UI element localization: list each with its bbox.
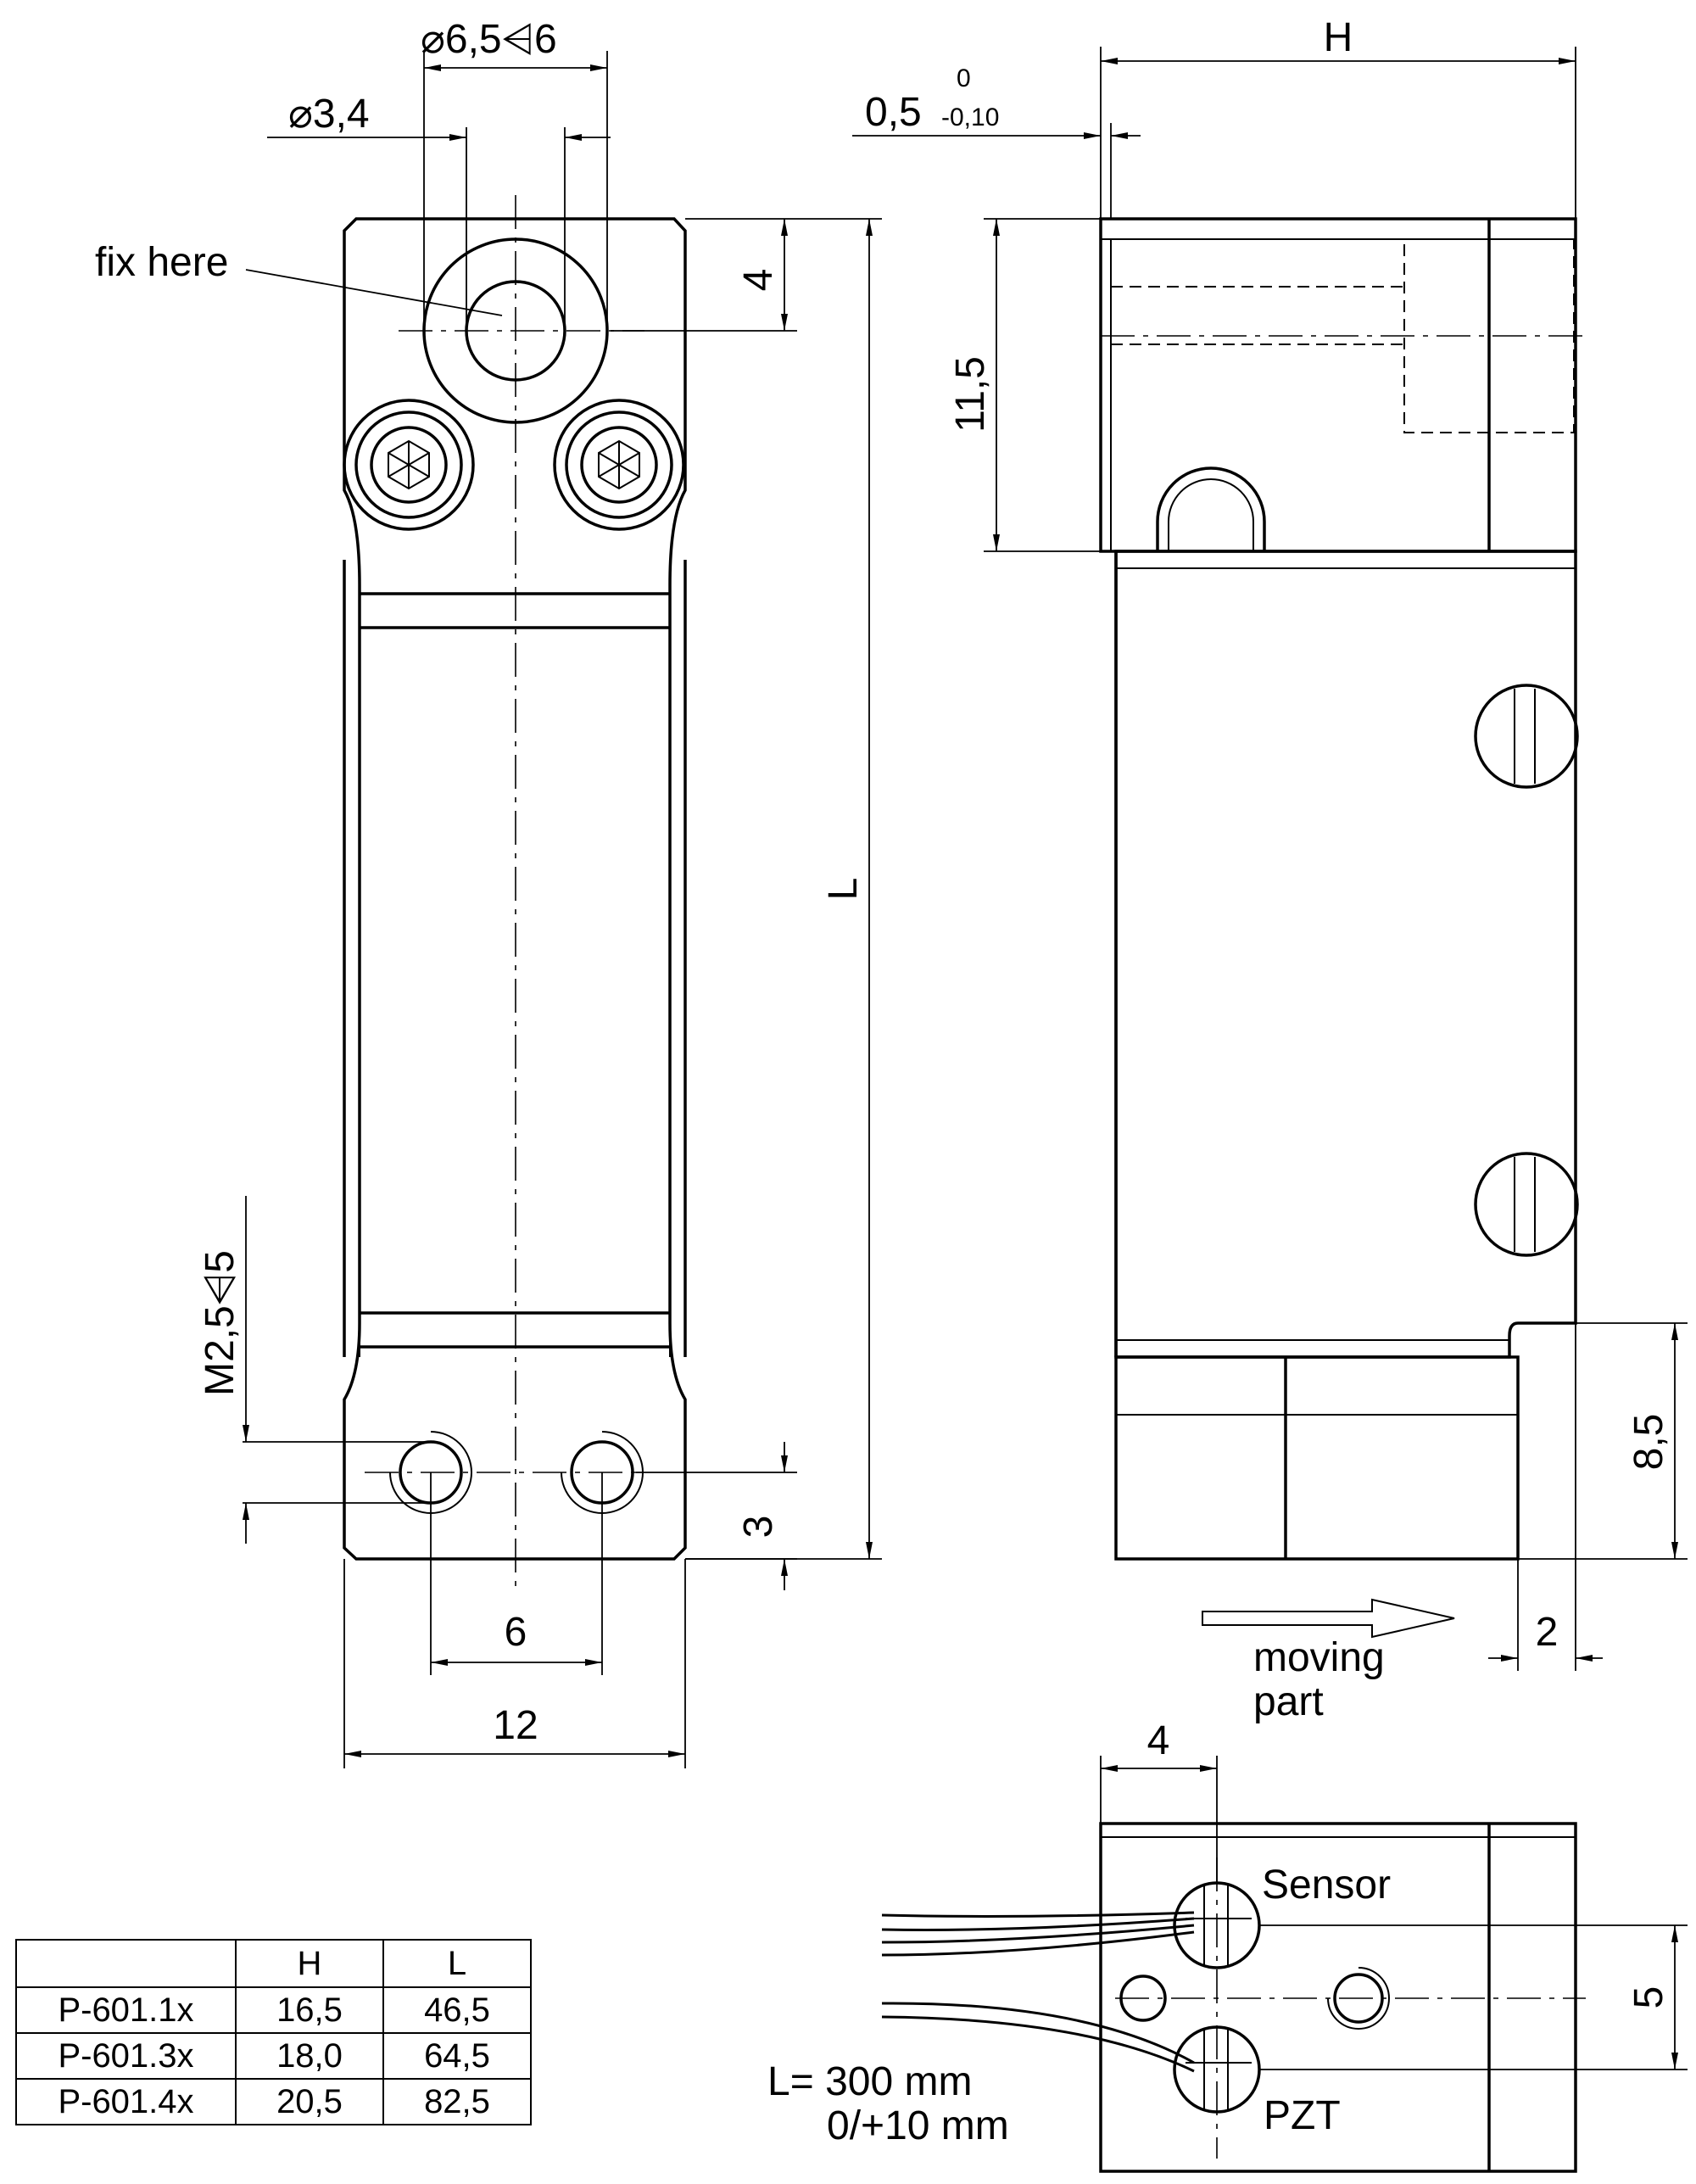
table-cell-L: 82,5 [382,2078,532,2125]
sensor-label: Sensor [1262,1863,1391,1908]
dim-H-label: H [1324,15,1353,60]
dim-thread-label: M2,5⩤5 [198,1250,243,1396]
dim-11-5-label: 11,5 [948,356,993,433]
dim-3-label: 3 [736,1516,781,1539]
dim-2-label: 2 [1536,1610,1559,1655]
table-cell-model: P-601.4x [15,2078,237,2125]
pzt-label: PZT [1264,2093,1341,2138]
flexure-outline [343,217,687,1561]
table-row: P-601.4x 20,5 82,5 [15,2078,532,2125]
dim-12-label: 12 [493,1703,538,1748]
dim-4-label: 4 [736,269,781,292]
cable-length-label-1: L= 300 mm [767,2059,972,2104]
side-view: H 0,5 0 -0,10 11,5 8,5 2 moving part [852,15,1688,1724]
end-view: Sensor PZT L= 300 mm 0/+10 mm 4 5 [767,1718,1688,2173]
table-cell-H: 16,5 [235,1986,384,2034]
dim-tol-base-label: 0,5 [865,90,922,135]
cable-length-label-2: 0/+10 mm [827,2103,1009,2148]
fix-here-label: fix here [95,240,228,285]
table-cell-L: 64,5 [382,2032,532,2080]
slot-screw-lower-icon [1474,1152,1579,1257]
table-header-row: H L [15,1939,532,1988]
table-cell-model: P-601.1x [15,1986,237,2034]
hex-screw-right-icon [553,399,685,531]
dim-tol-upper-label: 0 [957,64,971,92]
end-dim-4-label: 4 [1147,1718,1170,1763]
dim-tol-lower-label: -0,10 [941,103,999,131]
hex-screw-left-icon [343,399,475,531]
table-header-model [15,1939,237,1988]
front-view: ⌀6,5⩤6 ⌀3,4 fix here 4 L M2,5⩤5 3 [95,17,882,1768]
dim-8-5-label: 8,5 [1626,1414,1671,1471]
dim-L-label: L [821,878,866,901]
moving-label-2: part [1253,1679,1324,1724]
table-header-H: H [235,1939,384,1988]
model-table: H L P-601.1x 16,5 46,5 P-601.3x 18,0 64,… [15,1939,532,2125]
table-header-L: L [382,1939,532,1988]
table-row: P-601.1x 16,5 46,5 [15,1986,532,2034]
moving-direction-arrow-icon [1202,1598,1455,1639]
dim-6-label: 6 [505,1610,527,1655]
table-cell-H: 18,0 [235,2032,384,2080]
dim-bore-label: ⌀6,5⩤6 [421,17,557,62]
moving-label-1: moving [1253,1635,1385,1680]
end-dim-5-label: 5 [1626,1986,1671,2009]
dim-hole-label: ⌀3,4 [288,92,370,137]
table-cell-model: P-601.3x [15,2032,237,2080]
table-row: P-601.3x 18,0 64,5 [15,2032,532,2080]
table-cell-H: 20,5 [235,2078,384,2125]
table-cell-L: 46,5 [382,1986,532,2034]
slot-screw-upper-icon [1474,684,1579,789]
